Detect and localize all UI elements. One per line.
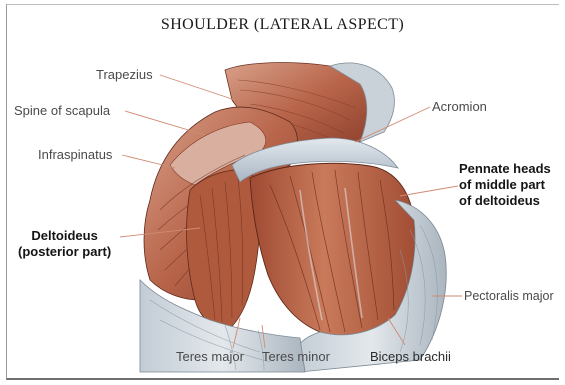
label-spine-of-scapula: Spine of scapula — [14, 103, 110, 119]
label-deltoideus-posterior-line2: (posterior part) — [18, 244, 111, 260]
label-pennate-heads-line1: Pennate heads — [459, 161, 551, 177]
label-trapezius: Trapezius — [96, 67, 153, 83]
label-pennate-heads: Pennate heads of middle part of deltoide… — [459, 161, 551, 209]
label-infraspinatus: Infraspinatus — [38, 147, 112, 163]
label-deltoideus-posterior-line1: Deltoideus — [18, 228, 111, 244]
deltoideus-posterior-muscle — [187, 170, 260, 330]
label-acromion: Acromion — [432, 99, 487, 115]
label-pennate-heads-line2: of middle part — [459, 177, 551, 193]
deltoideus-middle-muscle — [250, 163, 415, 335]
label-biceps-brachii: Biceps brachii — [370, 349, 451, 365]
label-pectoralis-major: Pectoralis major — [464, 288, 554, 304]
label-deltoideus-posterior: Deltoideus (posterior part) — [18, 228, 111, 260]
label-pennate-heads-line3: of deltoideus — [459, 193, 551, 209]
label-teres-major: Teres major — [176, 349, 244, 365]
label-teres-minor: Teres minor — [262, 349, 330, 365]
